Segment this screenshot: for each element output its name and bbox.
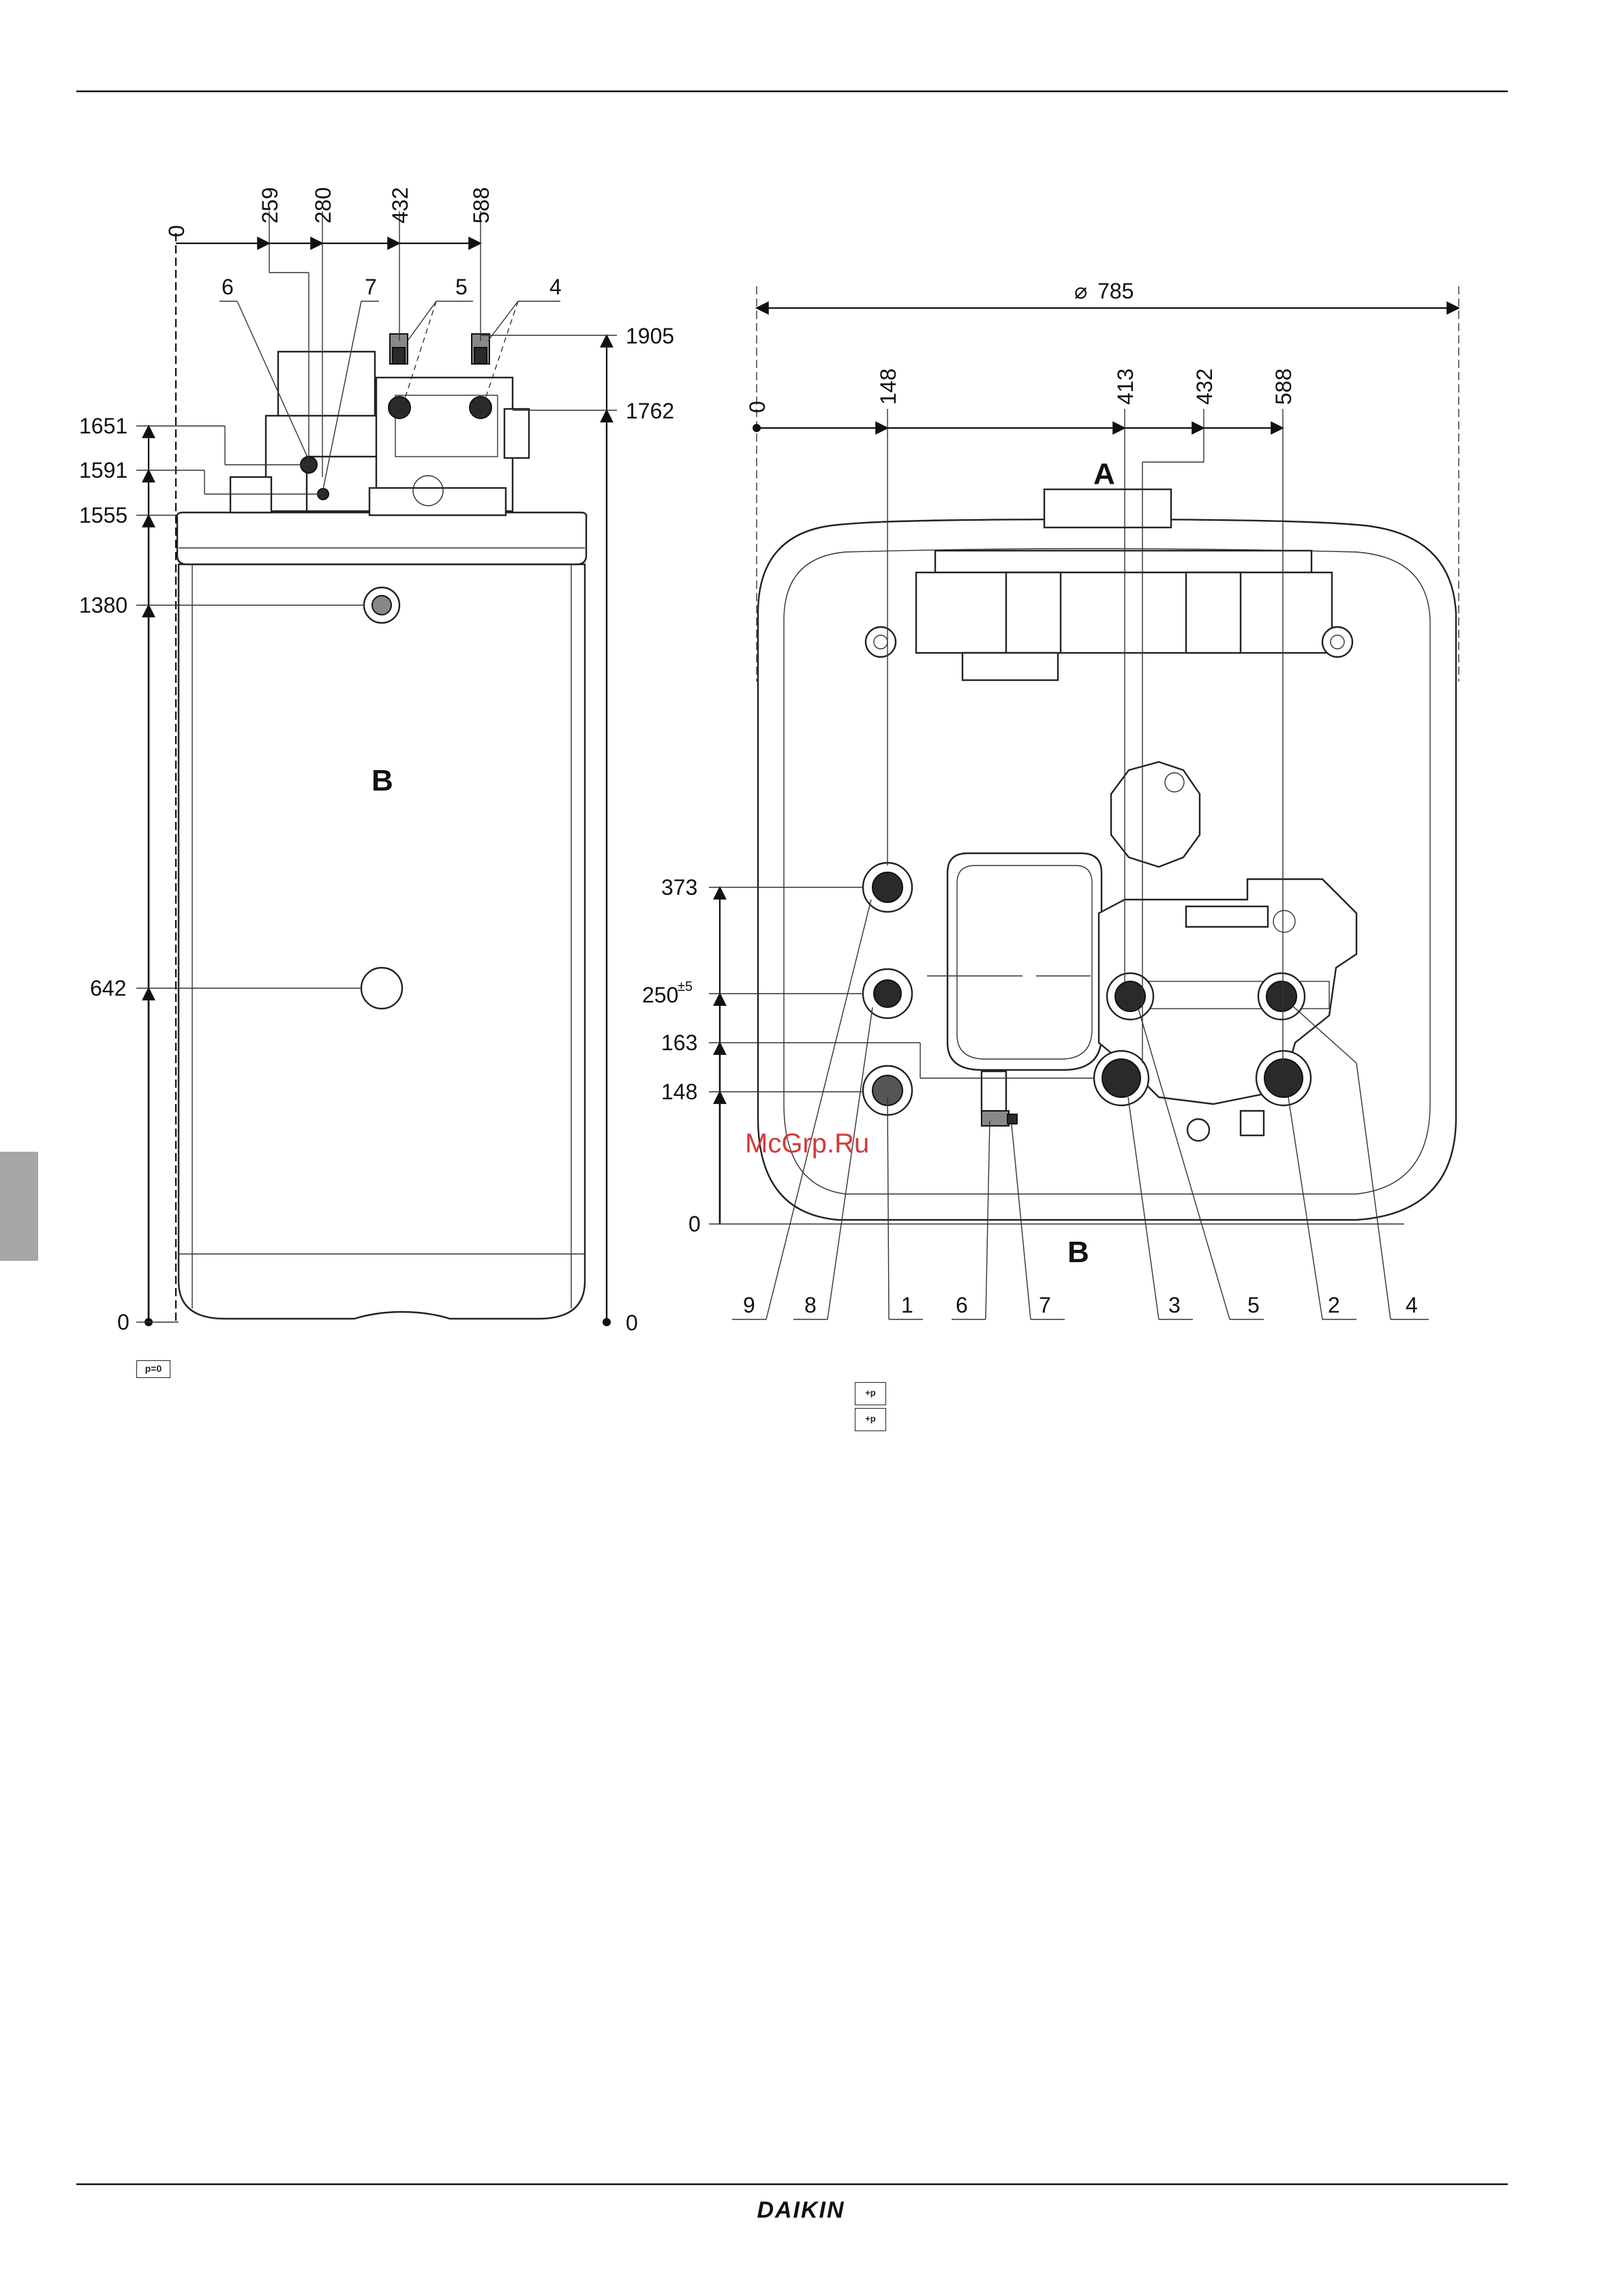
top-cover	[177, 512, 587, 564]
side-callout-4: 4	[549, 275, 562, 299]
side-callout-5: 5	[455, 275, 468, 299]
side-left-dim-642: 642	[90, 976, 126, 1000]
svg-text:7: 7	[1039, 1293, 1051, 1317]
side-top-dim-280: 280	[311, 187, 335, 224]
top-view: ⌀ 785 0 148 413 432 588 A B 373 250	[642, 279, 1459, 1319]
svg-text:6: 6	[956, 1293, 968, 1317]
watermark-text: McGrp.Ru	[745, 1129, 869, 1159]
expansion-vessel	[947, 853, 1102, 1070]
top-pipe-4	[1258, 973, 1305, 1020]
side-top-dim-588: 588	[469, 187, 494, 224]
connection-642	[361, 968, 402, 1009]
top-left-dim-0: 0	[688, 1212, 701, 1236]
daikin-logo: DAIKIN	[746, 2197, 855, 2224]
side-pipe-4	[470, 397, 491, 418]
side-label-b: B	[371, 764, 393, 797]
tank-body	[179, 564, 585, 1319]
top-left-dim-250: 250	[642, 983, 678, 1007]
side-callout-7: 7	[365, 275, 377, 299]
pressure-zero-icon: p=0	[136, 1360, 170, 1378]
top-pipe-3	[1094, 1051, 1149, 1105]
side-top-dim-432: 432	[388, 187, 412, 224]
svg-text:3: 3	[1168, 1293, 1181, 1317]
side-right-dim-1905: 1905	[626, 324, 674, 348]
top-dim-432: 432	[1192, 369, 1217, 405]
top-left-dim-148: 148	[661, 1080, 697, 1104]
side-left-dim-1651: 1651	[79, 414, 127, 438]
top-dim-588: 588	[1271, 369, 1296, 405]
top-dim-413: 413	[1113, 369, 1138, 405]
svg-text:4: 4	[1406, 1293, 1418, 1317]
side-left-dim-1591: 1591	[79, 458, 127, 483]
diameter-symbol: ⌀	[1074, 279, 1087, 303]
svg-text:9: 9	[743, 1293, 755, 1317]
svg-text:5: 5	[1247, 1293, 1260, 1317]
side-view: 0 259 280 432 588 6 7 5 4 1905 1762 0	[79, 187, 674, 1335]
top-pipe-2	[1256, 1051, 1311, 1105]
pressure-plus-icon-1: +p	[855, 1382, 886, 1405]
top-left-dim-250-tolerance: ±5	[678, 979, 693, 994]
top-left-dim-373: 373	[661, 875, 697, 900]
top-label-a: A	[1093, 457, 1115, 491]
diameter-dim: 785	[1097, 279, 1134, 303]
side-top-dim-0: 0	[164, 225, 189, 237]
top-left-dim-163: 163	[661, 1030, 697, 1055]
side-right-dim-0: 0	[626, 1311, 638, 1335]
top-pipe-8	[863, 969, 912, 1018]
side-left-dim-1380: 1380	[79, 593, 127, 617]
side-right-dim-1762: 1762	[626, 399, 674, 423]
side-top-dim-259: 259	[258, 187, 282, 224]
side-left-dim-1555: 1555	[79, 503, 127, 527]
top-label-b: B	[1067, 1236, 1089, 1269]
side-pipe-5	[389, 397, 410, 418]
side-callout-6: 6	[222, 275, 234, 299]
top-dim-148: 148	[876, 369, 900, 405]
svg-text:1: 1	[901, 1293, 913, 1317]
top-dim-0: 0	[745, 401, 770, 413]
svg-text:2: 2	[1328, 1293, 1340, 1317]
side-left-dim-0: 0	[117, 1310, 130, 1334]
top-pipe-5	[1107, 973, 1153, 1020]
svg-text:8: 8	[804, 1293, 817, 1317]
pressure-plus-icon-2: +p	[855, 1408, 886, 1431]
